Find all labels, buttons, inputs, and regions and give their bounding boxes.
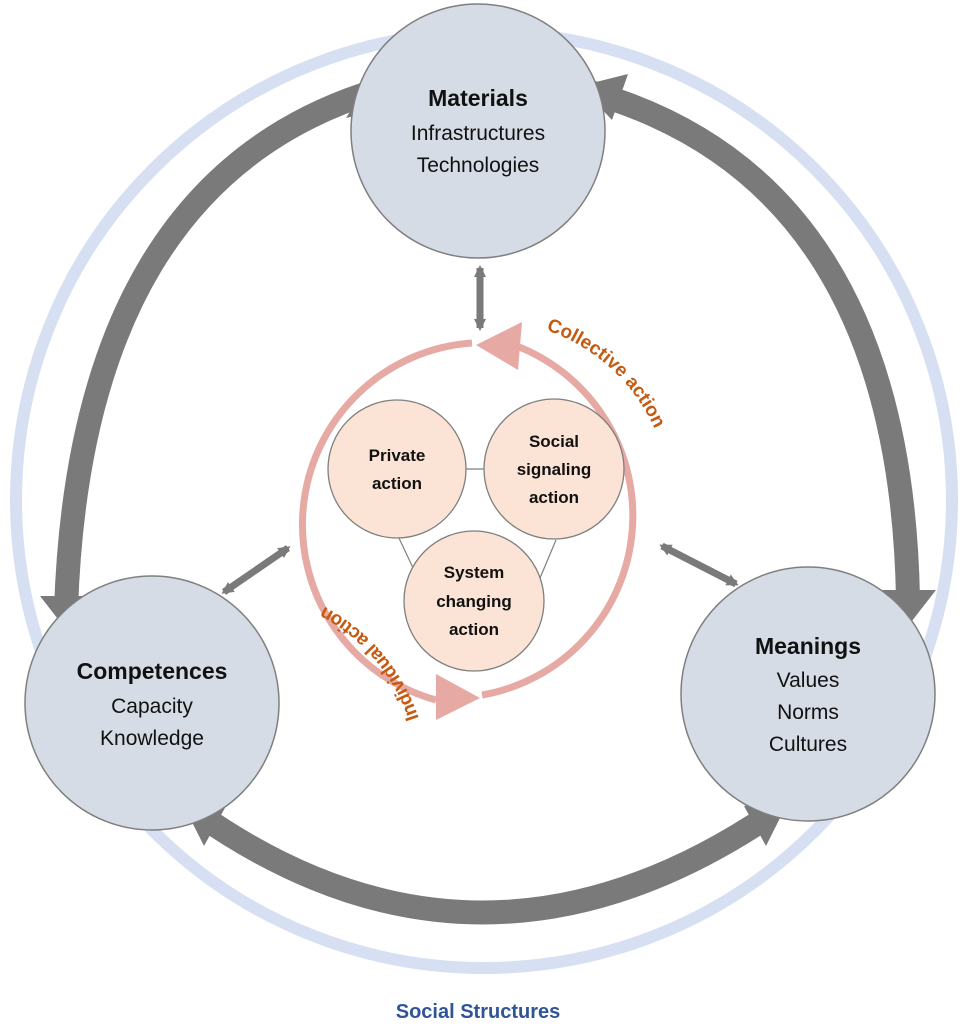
materials-item-2: Technologies [417,154,540,177]
competences-item-1: Capacity [111,695,193,718]
private-action-line1: Private [369,446,426,465]
inner-cycle-arrowhead-top [476,322,522,370]
inner-link-private-system [397,535,415,571]
system-action-line3: action [449,620,499,639]
competences-title: Competences [77,658,228,684]
social-structures-label: Social Structures [396,1001,561,1023]
private-action-node: Private action [327,399,467,539]
inner-cycle-arrowhead-bottom [436,674,480,720]
meanings-node: Meanings Values Norms Cultures [680,566,936,822]
arrow-materials-meanings [586,80,920,599]
competences-item-2: Knowledge [100,727,204,750]
materials-node: Materials Infrastructures Technologies [350,3,606,259]
meanings-item-2: Norms [777,701,839,724]
meanings-item-3: Cultures [769,733,847,756]
materials-title: Materials [428,85,528,111]
private-action-line2: action [372,474,422,493]
system-changing-action-node: System changing action [403,530,545,672]
arrow-materials-competences [54,78,382,611]
system-action-line1: System [444,563,504,582]
inner-link-social-system [539,539,557,579]
materials-item-1: Infrastructures [411,122,545,145]
inner-cycle-arc-right [481,341,637,699]
meanings-title: Meanings [755,633,861,659]
social-signaling-action-node: Social signaling action [483,398,625,540]
social-action-line3: action [529,488,579,507]
competences-node: Competences Capacity Knowledge [24,575,280,831]
social-action-line2: signaling [517,460,592,479]
arrow-competences-cycle [221,545,291,595]
system-action-line2: changing [436,592,512,611]
social-action-line1: Social [529,432,579,451]
arrowhead-to-meanings [880,590,936,626]
inner-cycle-arc-top [299,339,473,704]
arrow-competences-meanings [193,805,777,925]
meanings-item-1: Values [777,669,840,692]
arrow-meanings-cycle [659,542,739,588]
